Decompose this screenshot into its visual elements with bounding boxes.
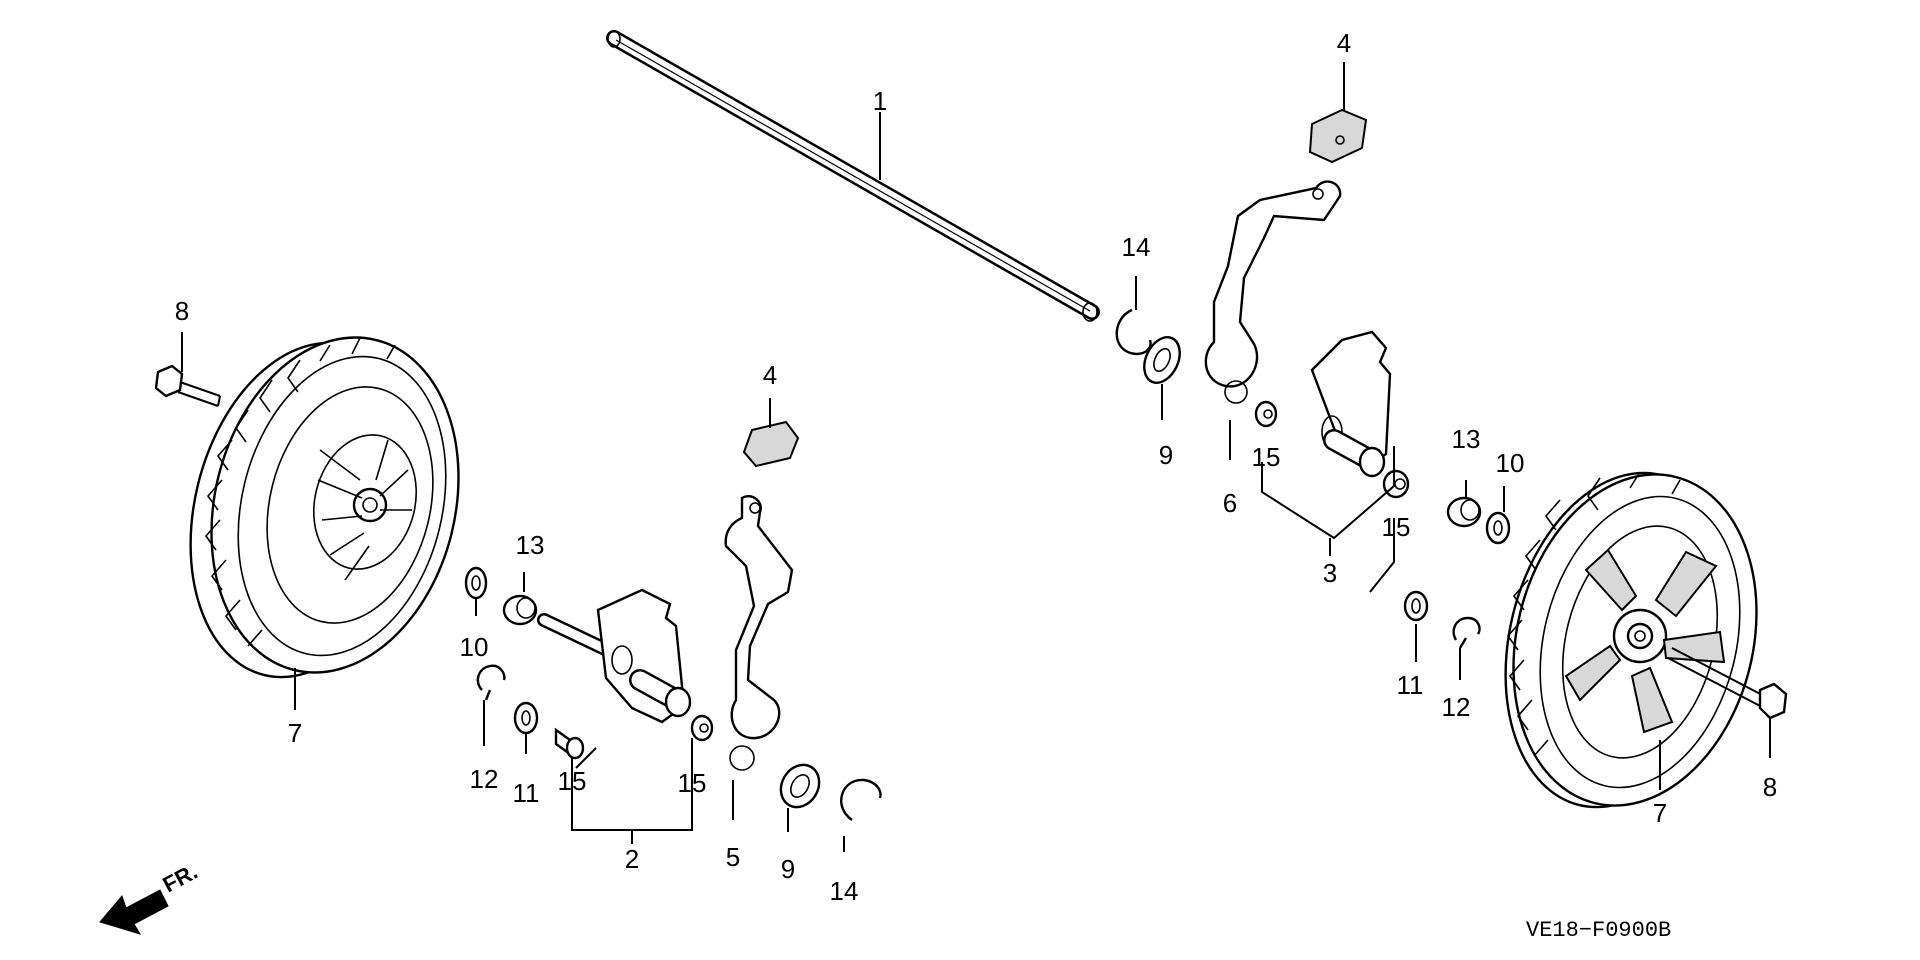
left-bushing-15a	[554, 727, 585, 760]
right-wheel	[1504, 471, 1758, 809]
label-part-12-right: 12	[1442, 692, 1471, 722]
label-part-11-left: 11	[513, 778, 540, 808]
front-label: FR.	[159, 859, 202, 898]
label-part-8-left: 8	[175, 296, 189, 326]
label-part-11-right: 11	[1397, 670, 1424, 700]
right-adjuster-bracket	[1310, 330, 1392, 478]
label-part-15-right-b: 15	[1382, 512, 1411, 542]
label-part-12-left: 12	[470, 764, 499, 794]
label-part-13-right: 13	[1452, 424, 1481, 454]
right-clip-12	[1452, 616, 1481, 649]
label-part-14-left: 14	[830, 876, 859, 906]
label-part-7-right: 7	[1653, 798, 1667, 828]
right-bushing-15a	[1254, 400, 1278, 428]
label-part-15-left-a: 15	[558, 766, 587, 796]
label-part-2: 2	[625, 844, 639, 874]
axle-shaft	[606, 30, 1100, 322]
right-pad-4	[1308, 108, 1368, 164]
leader-lines	[181, 62, 1771, 852]
label-part-3: 3	[1323, 558, 1337, 588]
label-part-7-left: 7	[288, 718, 302, 748]
left-bearing-13	[502, 594, 538, 626]
left-washer-11	[513, 701, 539, 735]
label-part-8-right: 8	[1763, 772, 1777, 802]
left-pad-4	[742, 420, 800, 468]
right-lever-arm	[1204, 180, 1342, 404]
label-part-15-left-b: 15	[678, 768, 707, 798]
label-part-10-left: 10	[460, 632, 489, 662]
label-part-4-left: 4	[763, 360, 777, 390]
right-washer-9	[1143, 336, 1181, 384]
left-bolt	[154, 364, 221, 407]
drawing-code: VE18−F0900B	[1526, 918, 1671, 943]
left-bushing-15b	[690, 714, 714, 742]
left-adjuster-bracket	[537, 588, 692, 724]
part-labels: 1 8 7 7 8 4 4 14 9 6 15 15 3 13 10 11 12…	[175, 28, 1777, 906]
left-wheel	[189, 336, 460, 679]
left-washer-10	[464, 566, 488, 600]
right-washer-11	[1403, 590, 1429, 622]
right-washer-10	[1485, 511, 1511, 545]
left-washer-9	[779, 763, 821, 809]
left-clip-12	[476, 664, 506, 701]
right-bushing-15b	[1382, 469, 1410, 499]
label-part-10-right: 10	[1496, 448, 1525, 478]
label-part-9-right: 9	[1159, 440, 1173, 470]
right-bearing-13	[1446, 496, 1482, 528]
label-part-15-right-a: 15	[1252, 442, 1281, 472]
right-bolt	[1667, 647, 1788, 720]
label-part-9-left: 9	[781, 854, 795, 884]
left-lever-arm	[724, 495, 794, 771]
label-part-13-left: 13	[516, 530, 545, 560]
right-clip-14	[1115, 308, 1152, 356]
label-part-6: 6	[1223, 488, 1237, 518]
front-direction-arrow-icon	[99, 889, 169, 935]
label-part-14-right: 14	[1122, 232, 1151, 262]
label-part-1: 1	[873, 86, 887, 116]
label-part-5: 5	[726, 842, 740, 872]
left-clip-14	[840, 778, 882, 821]
label-part-4-right: 4	[1337, 28, 1351, 58]
